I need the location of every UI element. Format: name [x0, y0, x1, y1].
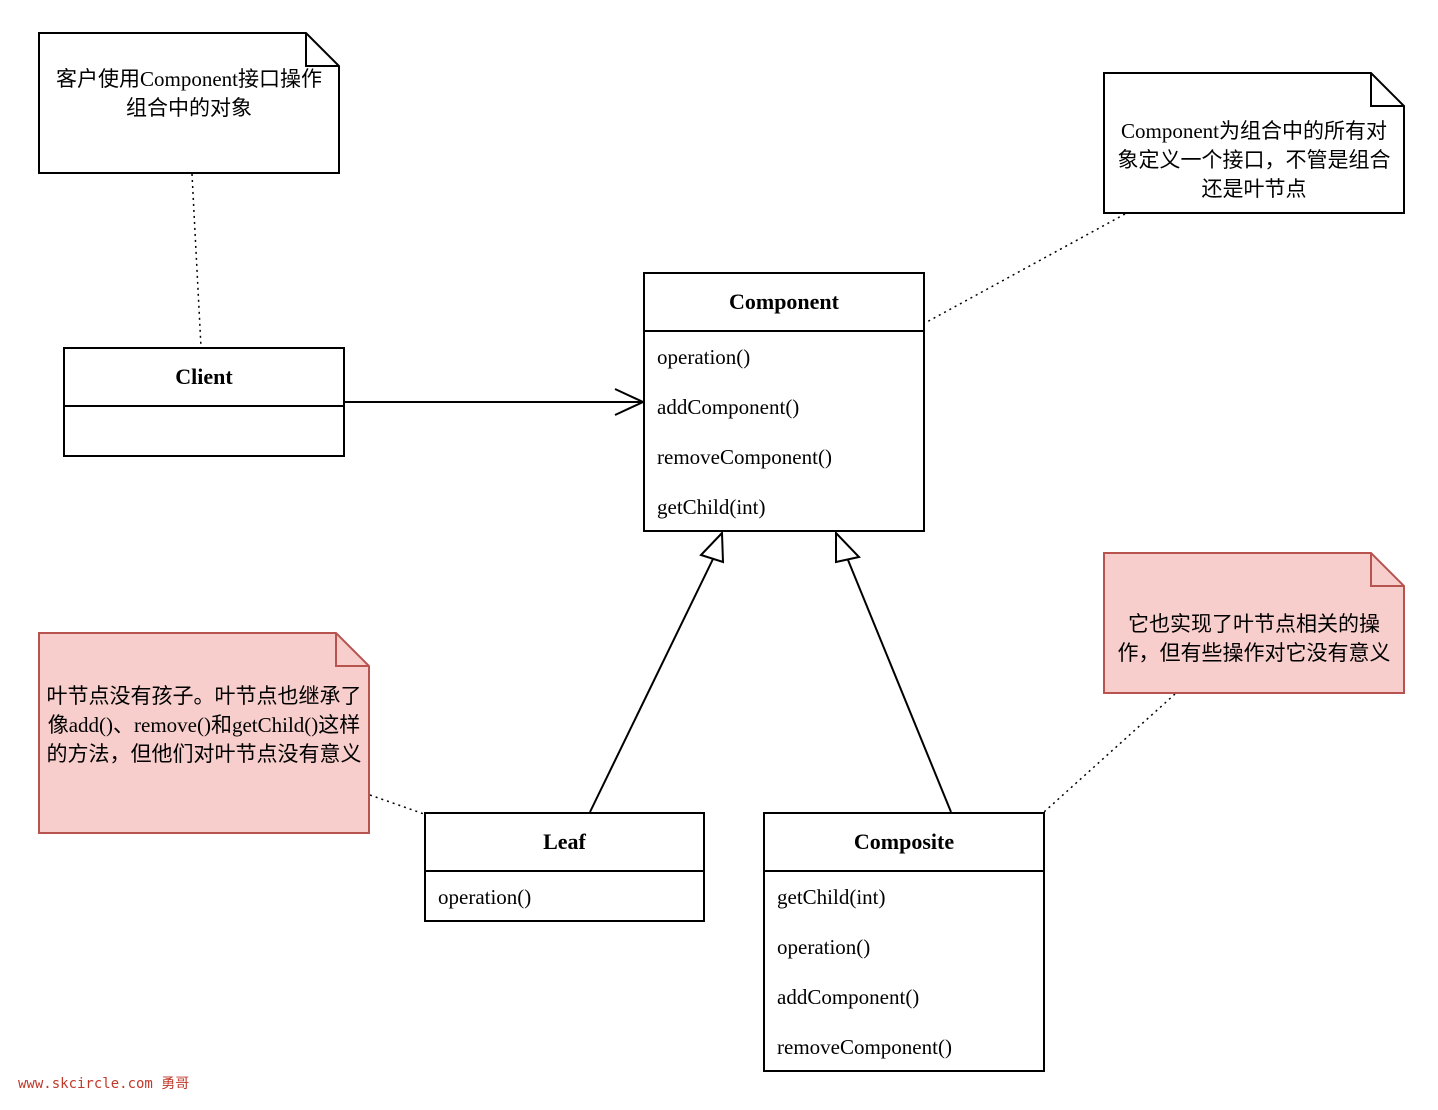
composite-generalization-arrowhead: [835, 530, 861, 564]
composite-note[interactable]: 它也实现了叶节点相关的操作，但有些操作对它没有意义: [1103, 552, 1405, 694]
component-methods: operation() addComponent() removeCompone…: [645, 332, 923, 532]
client-note-text: 客户使用Component接口操作组合中的对象: [56, 67, 322, 120]
client-note[interactable]: 客户使用Component接口操作组合中的对象: [38, 32, 340, 174]
watermark-text: www.skcircle.com 勇哥: [18, 1076, 190, 1092]
leaf-note-link: [369, 794, 425, 815]
component-method: removeComponent(): [657, 445, 832, 469]
note-fold: [305, 33, 339, 67]
leaf-class-name: Leaf: [426, 814, 703, 872]
composite-method: getChild(int): [777, 885, 886, 909]
client-note-link: [191, 173, 202, 348]
composite-method: removeComponent(): [777, 1035, 952, 1059]
component-class[interactable]: Component operation() addComponent() rem…: [643, 272, 925, 532]
note-shape: [1103, 72, 1405, 214]
leaf-method: operation(): [438, 885, 532, 909]
note-shape: [38, 632, 370, 834]
note-outline: [38, 632, 370, 834]
component-class-name: Component: [645, 274, 923, 332]
leaf-generalization-line: [589, 558, 714, 813]
component-method: getChild(int): [657, 495, 766, 519]
leaf-methods: operation(): [426, 872, 703, 922]
note-fold: [1370, 553, 1404, 587]
note-outline: [38, 32, 340, 174]
composite-generalization-line: [847, 559, 952, 813]
note-fold: [1370, 73, 1404, 107]
component-method: operation(): [657, 345, 751, 369]
client-class-body: [65, 407, 343, 453]
composite-note-link: [1043, 693, 1176, 813]
composite-class-name: Composite: [765, 814, 1043, 872]
leaf-note-text: 叶节点没有孩子。叶节点也继承了像add()、remove()和getChild(…: [46, 683, 362, 766]
composite-note-text: 它也实现了叶节点相关的操作，但有些操作对它没有意义: [1117, 612, 1391, 665]
client-class[interactable]: Client: [63, 347, 345, 457]
leaf-note[interactable]: 叶节点没有孩子。叶节点也继承了像add()、remove()和getChild(…: [38, 632, 370, 834]
composite-method: operation(): [777, 935, 871, 959]
composite-methods: getChild(int) operation() addComponent()…: [765, 872, 1043, 1072]
note-outline: [1103, 72, 1405, 214]
composite-class[interactable]: Composite getChild(int) operation() addC…: [763, 812, 1045, 1072]
leaf-class[interactable]: Leaf operation(): [424, 812, 705, 922]
component-note-text: Component为组合中的所有对象定义一个接口，不管是组合还是叶节点: [1117, 118, 1391, 201]
component-method: addComponent(): [657, 395, 800, 419]
component-note[interactable]: Component为组合中的所有对象定义一个接口，不管是组合还是叶节点: [1103, 72, 1405, 214]
leaf-generalization-arrowhead: [699, 530, 725, 564]
note-shape: [38, 32, 340, 174]
composite-method: addComponent(): [777, 985, 920, 1009]
client-class-name: Client: [65, 349, 343, 407]
component-note-link: [924, 213, 1126, 324]
note-fold: [335, 633, 369, 667]
note-shape: [1103, 552, 1405, 694]
note-outline: [1103, 552, 1405, 694]
